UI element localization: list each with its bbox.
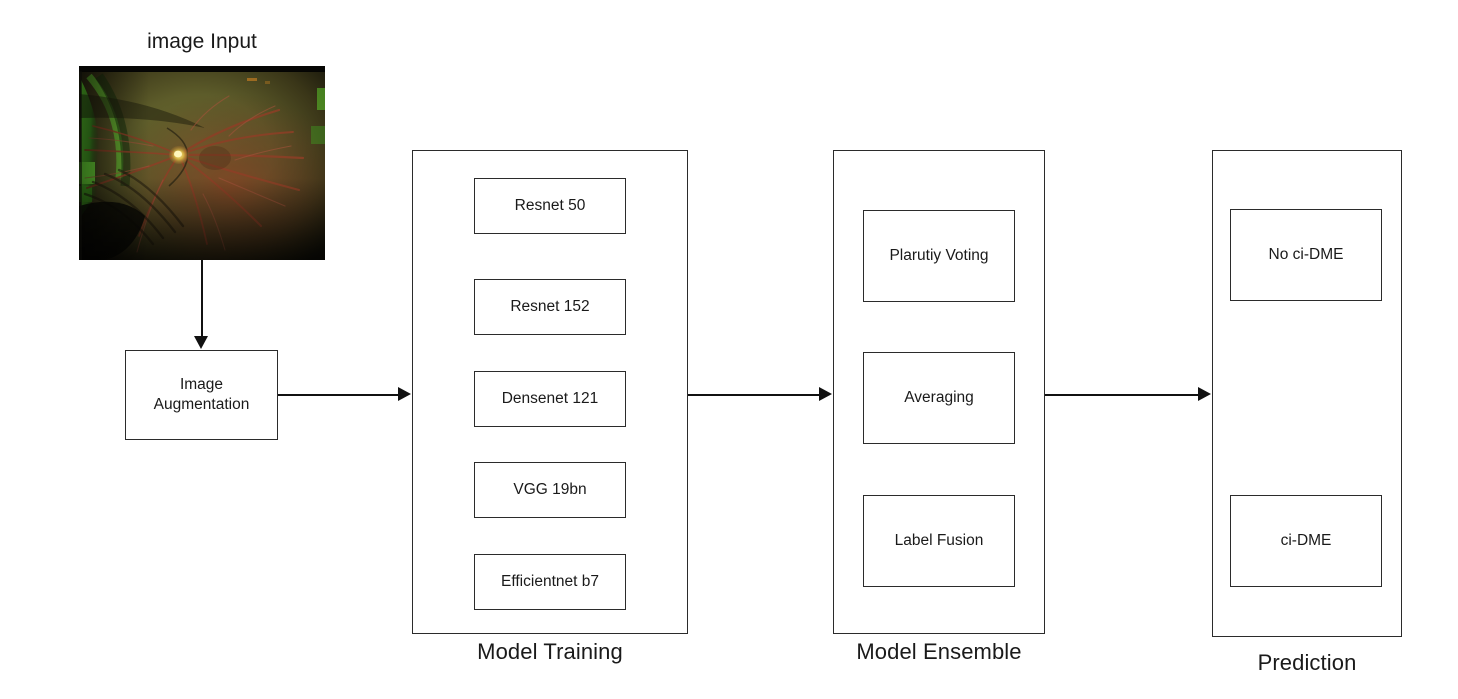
- connector-ensemble-to-prediction-arrowhead: [1198, 387, 1211, 401]
- retinal-fundus-image: [79, 66, 325, 260]
- node-ci-dme[interactable]: ci-DME: [1230, 495, 1382, 587]
- node-resnet-152[interactable]: Resnet 152: [474, 279, 626, 335]
- node-efficientnet-b7-label: Efficientnet b7: [501, 572, 599, 590]
- caption-model-training: Model Training: [477, 639, 623, 664]
- node-vgg-19bn-label: VGG 19bn: [513, 480, 587, 498]
- node-averaging[interactable]: Averaging: [863, 352, 1015, 444]
- node-vgg-19bn[interactable]: VGG 19bn: [474, 462, 626, 518]
- node-image-augmentation[interactable]: Image Augmentation: [125, 350, 278, 440]
- node-plurality-voting-label: Plarutiy Voting: [889, 246, 989, 264]
- node-label-fusion[interactable]: Label Fusion: [863, 495, 1015, 587]
- node-image-augmentation-label: Image Augmentation: [153, 375, 250, 413]
- node-resnet-152-label: Resnet 152: [510, 297, 590, 315]
- fundus-image-graphic: [79, 66, 325, 260]
- connector-training-to-ensemble-arrowhead: [819, 387, 832, 401]
- connector-input-to-augmentation-arrowhead: [194, 336, 208, 349]
- node-ci-dme-label: ci-DME: [1280, 531, 1332, 549]
- node-efficientnet-b7[interactable]: Efficientnet b7: [474, 554, 626, 610]
- connector-ensemble-to-prediction-line: [1045, 394, 1200, 396]
- fundus-top-border: [79, 66, 325, 71]
- caption-model-ensemble: Model Ensemble: [856, 639, 1022, 664]
- node-plurality-voting[interactable]: Plarutiy Voting: [863, 210, 1015, 302]
- image-input-title: image Input: [147, 30, 257, 53]
- connector-augmentation-to-training-arrowhead: [398, 387, 411, 401]
- node-densenet-121[interactable]: Densenet 121: [474, 371, 626, 427]
- connector-augmentation-to-training-line: [278, 394, 400, 396]
- node-no-ci-dme-label: No ci-DME: [1268, 245, 1344, 263]
- node-averaging-label: Averaging: [904, 388, 974, 406]
- node-no-ci-dme[interactable]: No ci-DME: [1230, 209, 1382, 301]
- node-resnet-50-label: Resnet 50: [514, 196, 586, 214]
- node-densenet-121-label: Densenet 121: [501, 389, 599, 407]
- caption-prediction: Prediction: [1257, 650, 1357, 675]
- node-resnet-50[interactable]: Resnet 50: [474, 178, 626, 234]
- connector-training-to-ensemble-line: [688, 394, 821, 396]
- node-label-fusion-label: Label Fusion: [894, 531, 984, 549]
- connector-input-to-augmentation-line: [201, 260, 203, 338]
